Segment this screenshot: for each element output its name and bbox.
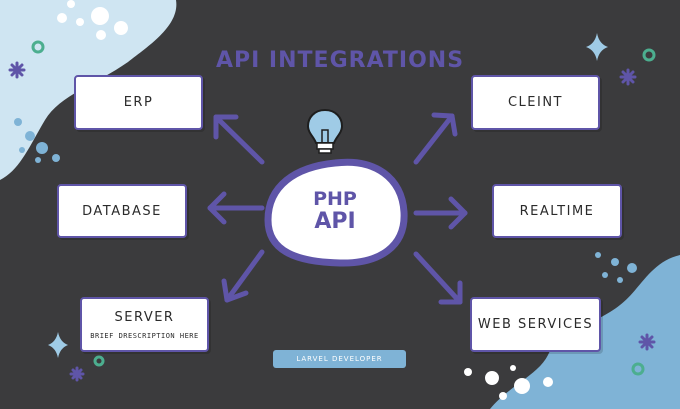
node-erp: ERP	[74, 75, 203, 130]
lightbulb-icon	[306, 108, 344, 154]
node-web-services-label: WEB SERVICES	[477, 317, 594, 332]
node-erp-label: ERP	[123, 95, 154, 110]
node-realtime: REALTIME	[492, 184, 622, 238]
page-title: API INTEGRATIONS	[215, 48, 465, 73]
node-database-label: DATABASE	[82, 203, 162, 219]
node-server-description: BRIEF DRESCRIPTION HERE	[90, 331, 199, 340]
center-node-shape	[264, 158, 408, 267]
arrow-to-web-services	[413, 251, 463, 305]
center-node-line2: API	[314, 208, 356, 234]
node-server: SERVER BRIEF DRESCRIPTION HERE	[80, 297, 209, 352]
node-database: DATABASE	[57, 184, 187, 238]
arrow-to-client	[413, 112, 458, 165]
node-client: CLEINT	[471, 75, 600, 130]
center-node: PHP API	[275, 188, 395, 234]
arrow-to-server	[221, 249, 265, 303]
arrow-to-database	[207, 191, 265, 225]
footer-badge: LARVEL DEVELOPER	[273, 350, 406, 368]
arrow-to-erp	[213, 114, 265, 165]
center-node-line1: PHP	[313, 188, 357, 210]
node-realtime-label: REALTIME	[519, 203, 595, 219]
node-web-services: WEB SERVICES	[470, 297, 601, 352]
node-server-label: SERVER	[114, 309, 175, 325]
arrow-to-realtime	[413, 196, 468, 230]
node-client-label: CLEINT	[507, 95, 564, 110]
